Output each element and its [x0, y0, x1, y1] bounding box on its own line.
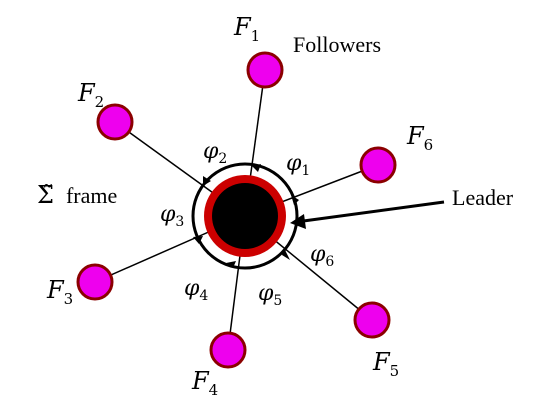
leader-arrow — [290, 200, 445, 229]
angle-label-phi2: φ2 — [203, 139, 227, 167]
arrowhead-phi2 — [203, 176, 211, 186]
follower-node-f1 — [246, 51, 284, 89]
follower-label-f3: F3 — [46, 276, 73, 308]
arrowhead-phi3 — [193, 236, 203, 244]
follower-label-f2: F2 — [77, 79, 104, 111]
arrowhead-phi1 — [252, 164, 261, 172]
leader-node — [204, 175, 286, 257]
angle-label-phi3: φ3 — [160, 202, 184, 230]
follower-node-f5 — [353, 301, 391, 339]
leader-core — [212, 183, 278, 249]
angle-label-phi4: φ4 — [184, 276, 208, 304]
angle-label-phi6: φ6 — [310, 242, 334, 270]
arrowhead-phi6 — [291, 195, 299, 205]
follower-label-f5: F5 — [372, 348, 399, 380]
angle-labels: φ1 φ2 φ3 φ4 φ5 φ6 — [160, 139, 334, 309]
frame-label: Σ̃ frame — [37, 181, 117, 209]
followers-label: Followers — [293, 32, 381, 57]
angle-arrowheads — [193, 164, 299, 268]
follower-node-f6 — [359, 146, 397, 184]
frame-word: frame — [66, 183, 117, 208]
follower-node-f4 — [209, 331, 247, 369]
leader-label: Leader — [452, 185, 514, 210]
follower-node-f3 — [76, 263, 114, 301]
follower-label-f4: F4 — [191, 367, 218, 399]
follower-node-f2 — [96, 103, 134, 141]
arrowhead-phi4 — [226, 261, 236, 268]
follower-label-f6: F6 — [406, 122, 433, 154]
angle-label-phi5: φ5 — [258, 281, 282, 309]
follower-nodes — [76, 51, 397, 369]
follower-labels: F1 F2 F3 F4 F5 F6 — [46, 13, 433, 399]
angle-label-phi1: φ1 — [286, 151, 310, 179]
arrowhead-phi5 — [282, 248, 290, 260]
frame-symbol: Σ̃ — [37, 181, 54, 209]
angle-circle — [191, 162, 299, 270]
follower-label-f1: F1 — [233, 13, 260, 45]
